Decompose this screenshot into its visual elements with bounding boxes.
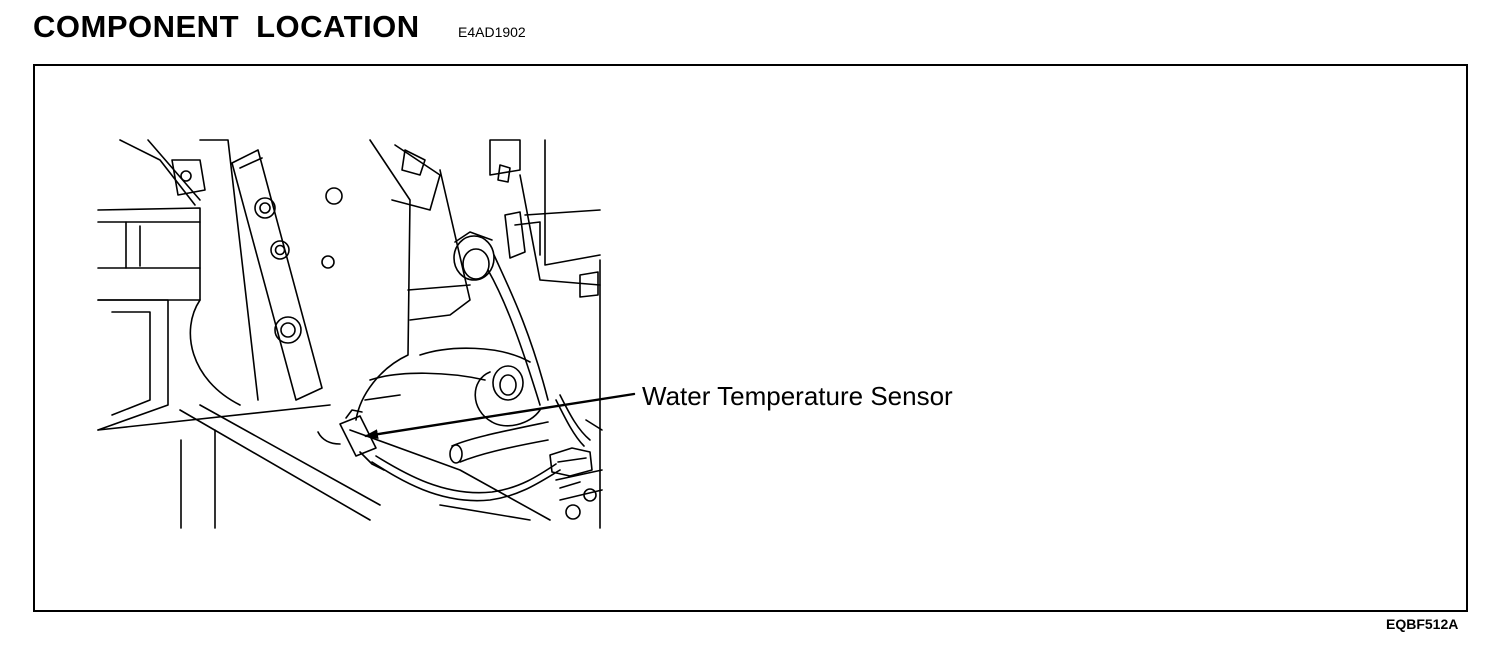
thermostat-housing — [449, 231, 549, 464]
water-temperature-sensor-label: Water Temperature Sensor — [642, 381, 953, 411]
lower-frame-rails — [179, 259, 601, 529]
diagram-frame — [33, 64, 1468, 612]
engine-housing — [97, 139, 601, 431]
callout-leader-line — [364, 392, 636, 440]
mounting-bracket — [231, 149, 323, 401]
water-temperature-sensor — [339, 409, 561, 502]
figure-code: EQBF512A — [1386, 616, 1459, 632]
page-title: COMPONENT LOCATION — [33, 9, 420, 44]
wiring-harness-connector — [549, 394, 603, 520]
section-code: E4AD1902 — [458, 24, 526, 40]
left-body-panel — [97, 139, 206, 431]
